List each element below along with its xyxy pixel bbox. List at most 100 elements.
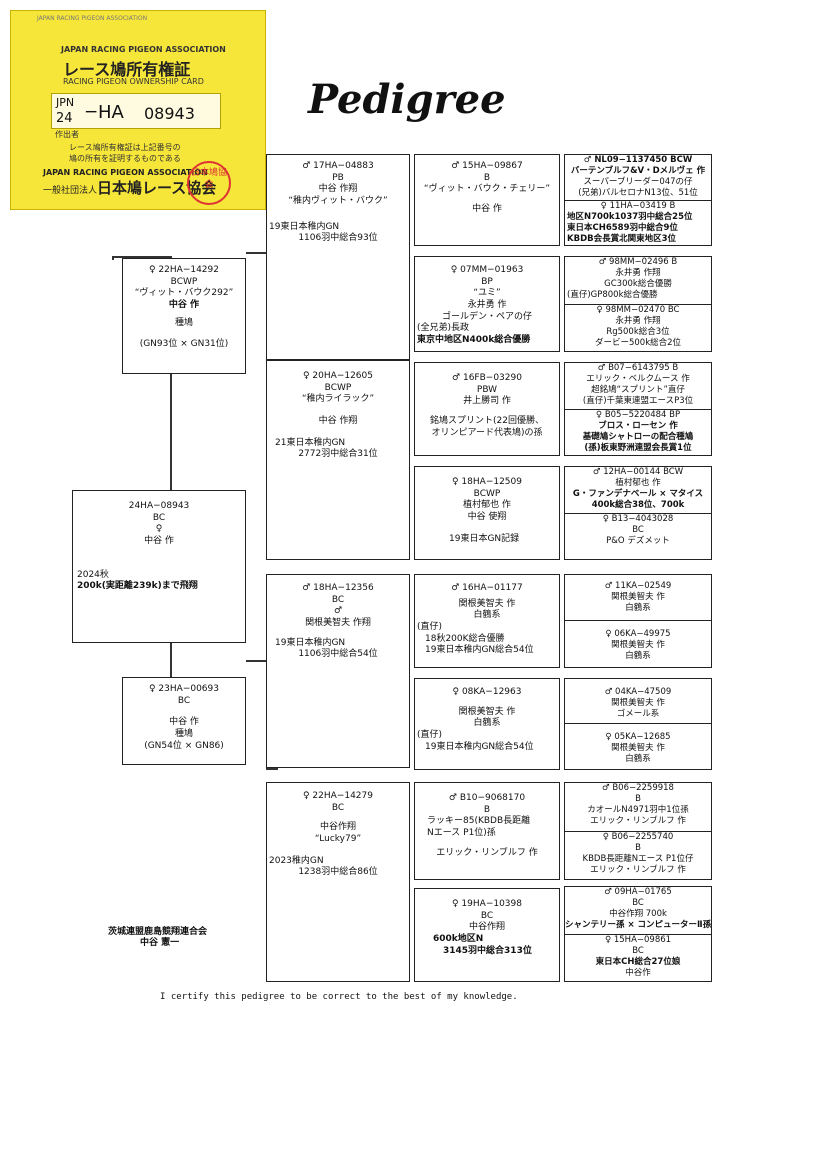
ggp-color: BCWP xyxy=(473,488,501,499)
ring-number-box: JPN 24 − HA 08943 xyxy=(51,93,221,129)
card-author-label: 作出者 xyxy=(55,130,79,139)
gen4-top: ♂ 11KA−02549 関根美智夫 作 白鶴系 xyxy=(565,575,711,621)
gen4-pair-box: ♂ NL09−1137450 BCW バーテンブルフ&V・Dメルヴェ 作 スーパ… xyxy=(564,154,712,246)
ggp-owner: 中谷 作 xyxy=(472,204,502,215)
gen4-line: ♂ B07−6143795 B xyxy=(597,363,679,373)
gen4-top: ♂ 12HA−00144 BCW 植村郁也 作 G・ファンデナベール × マタイ… xyxy=(565,467,711,514)
ring-no: 08943 xyxy=(144,104,195,123)
gen4-top: ♂ 04KA−47509 関根美智夫 作 ゴメール系 xyxy=(565,679,711,724)
ggp-color: B xyxy=(483,172,491,183)
certify-statement: I certify this pedigree to be correct to… xyxy=(160,992,518,1002)
great-grandparent-box: ♂ 16FB−03290 PBW 井上勝司 作 銘鳩スプリント(22回優勝、 オ… xyxy=(414,362,560,456)
gen4-line: ブロス・ローセン 作 xyxy=(598,421,678,432)
sire-color: BCWP xyxy=(170,276,198,287)
ggp-ring: ♂ B10−9068170 xyxy=(448,793,526,803)
ggp-line-2: Nエース P1位)孫 xyxy=(427,828,496,839)
ggp-line-0: (直仔) xyxy=(417,730,443,741)
gen4-line: (直仔)千葉東連盟エースP3位 xyxy=(582,396,694,407)
gen4-line: 東日本CH6589羽中総合9位 xyxy=(567,223,678,234)
gen4-line: ♀ B06−2255740 xyxy=(602,832,674,842)
gen4-line: エリック・リンブルフ 作 xyxy=(590,816,686,827)
dam-ring: ♀ 23HA−00693 xyxy=(148,684,219,694)
gen4-line: 関根美智夫 作 xyxy=(611,592,665,603)
ggp-color: BP xyxy=(481,276,493,287)
dam-role: 種鳩 xyxy=(174,729,193,740)
gen4-line: 関根美智夫 作 xyxy=(611,743,665,754)
gp-ring: ♀ 20HA−12605 xyxy=(302,371,373,381)
gp-race-2: 1106羽中総合54位 xyxy=(298,649,378,660)
gen4-line: (孫)板東野洲連盟会長賞1位 xyxy=(584,443,692,454)
gen4-line: ♂ B06−2259918 xyxy=(602,783,674,793)
ggp-owner: 永井勇 作 xyxy=(467,300,507,311)
sire-name: “ヴィット・バウク292” xyxy=(134,288,234,299)
gen4-line: GC300k総合優勝 xyxy=(604,279,672,290)
gen4-line: エリック・リンブルフ 作 xyxy=(590,865,686,876)
ggp-line-0: (直仔) xyxy=(417,622,443,633)
gen4-top: ♂ 98MM−02496 B 永井勇 作翔 GC300k総合優勝 (直仔)GP8… xyxy=(565,257,711,305)
gen4-line: シャンテリー孫 × コンピューターⅡ孫 xyxy=(565,920,711,931)
gp-ring: ♀ 22HA−14279 xyxy=(302,791,373,801)
gen4-line: エリック・ベルクムース 作 xyxy=(586,374,690,385)
card-title-jp: レース鳩所有権証 xyxy=(63,60,191,79)
gen4-line: 基礎鳩シャトローの配合種鳩 xyxy=(582,432,694,443)
gen4-line: ♂ 12HA−00144 BCW xyxy=(592,467,684,477)
gen4-line: ♀ 11HA−03419 B xyxy=(600,201,676,211)
gen4-pair-box: ♂ B06−2259918 B カオールN4971羽中1位孫 エリック・リンブル… xyxy=(564,782,712,880)
ggp-ring: ♂ 16HA−01177 xyxy=(451,583,523,593)
gen4-line: BC xyxy=(632,946,644,957)
ggp-line-1: 600k地区N xyxy=(433,934,484,945)
great-grandparent-box: ♀ 18HA−12509 BCWP 植村郁也 作 中谷 使翔 19東日本GN記録 xyxy=(414,466,560,560)
ggp-line-1: 19東日本GN記録 xyxy=(449,533,520,544)
gen4-line: G・ファンデナベール × マタイス xyxy=(572,489,704,500)
ggp-line: 白鶴系 xyxy=(473,718,501,729)
gen4-line: カオールN4971羽中1位孫 xyxy=(587,805,689,816)
great-grandparent-box: ♀ 19HA−10398 BC 中谷作翔 600k地区N 3145羽中総合313… xyxy=(414,888,560,982)
ggp-ring: ♀ 08KA−12963 xyxy=(452,687,522,697)
card-title-en: RACING PIGEON OWNERSHIP CARD xyxy=(63,77,204,86)
ggp-line-1: ゴールデン・ペアの仔 xyxy=(441,311,532,322)
sire-box: ♀ 22HA−14292 BCWP “ヴィット・バウク292” 中谷 作 種鳩 … xyxy=(122,258,246,374)
gen4-line: B xyxy=(635,843,641,854)
subject-pigeon-box: 24HA−08943 BC ♀ 中谷 作 2024秋 200k(実距離239k)… xyxy=(72,490,246,643)
gen4-line: 永井勇 作翔 xyxy=(615,316,661,327)
gen4-line: ♂ NL09−1137450 BCW xyxy=(583,155,693,165)
gen4-line: スーパーブリーダー047の仔 xyxy=(583,177,693,188)
ggp-line-1: 銘鳩スプリント(22回優勝、 xyxy=(430,416,544,427)
ggp-owner: 関根美智夫 作 xyxy=(458,598,516,609)
ggp-ring: ♂ 16FB−03290 xyxy=(452,373,522,383)
card-assoc-top: JAPAN RACING PIGEON ASSOCIATION xyxy=(37,15,148,22)
gen4-bottom: ♀ 06KA−49975 関根美智夫 作 白鶴系 xyxy=(565,621,711,662)
ggp-owner: 植村郁也 作 xyxy=(463,500,511,511)
sire-owner: 中谷 作 xyxy=(168,300,200,311)
ggp-color: B xyxy=(483,804,491,815)
seal-stamp: 日本鳩協会 xyxy=(187,161,231,205)
card-assoc-jp: 日本鳩レース協会 xyxy=(97,179,217,197)
gen4-line: ♀ B05−5220484 BP xyxy=(595,410,681,420)
card-note-2: 鳩の所有を証明するものである xyxy=(69,154,181,163)
card-header-en: JAPAN RACING PIGEON ASSOCIATION xyxy=(61,45,226,54)
great-grandparent-box: ♂ 16HA−01177 関根美智夫 作 白鶴系 (直仔) 18秋200K総合優… xyxy=(414,574,560,668)
ggp-line-3: 東京中地区N400k総合優勝 xyxy=(417,335,531,346)
gen4-pair-box: ♂ B07−6143795 B エリック・ベルクムース 作 超銘鳩“スプリント”… xyxy=(564,362,712,456)
gen4-line: (直仔)GP800k総合優勝 xyxy=(567,290,658,301)
gp-name: “Lucky79” xyxy=(314,834,362,845)
ggp-name: “ユミ” xyxy=(473,288,501,299)
ggp-color: BC xyxy=(480,910,494,921)
ggp-owner-2: 中谷 使翔 xyxy=(467,512,507,523)
connector xyxy=(170,374,172,490)
ring-code: HA xyxy=(98,102,124,123)
gen4-line: 中谷作 xyxy=(625,968,651,979)
gen4-line: ♂ 04KA−47509 xyxy=(604,687,672,697)
grandparent-box: ♀ 22HA−14279 BC 中谷作翔 “Lucky79” 2023稚内GN … xyxy=(266,782,410,982)
subject-ring: 24HA−08943 xyxy=(128,501,190,511)
gen4-line: (兄弟)バルセロナN13位、51位 xyxy=(578,188,698,199)
card-assoc-jp-prefix: 一般社団法人 xyxy=(43,186,98,196)
gen4-pair-box: ♂ 11KA−02549 関根美智夫 作 白鶴系 ♀ 06KA−49975 関根… xyxy=(564,574,712,668)
gen4-line: 白鶴系 xyxy=(625,651,651,662)
ggp-line-2: (全兄弟)長政 xyxy=(417,323,470,334)
ggp-owner: 中谷作翔 xyxy=(468,922,505,933)
ggp-ring: ♀ 19HA−10398 xyxy=(451,899,522,909)
gen4-line: バーテンブルフ&V・Dメルヴェ 作 xyxy=(570,166,706,177)
gen4-top: ♂ B06−2259918 B カオールN4971羽中1位孫 エリック・リンブル… xyxy=(565,783,711,832)
gen4-bottom: ♀ 11HA−03419 B 地区N700k1037羽中総合25位 東日本CH6… xyxy=(565,201,711,245)
